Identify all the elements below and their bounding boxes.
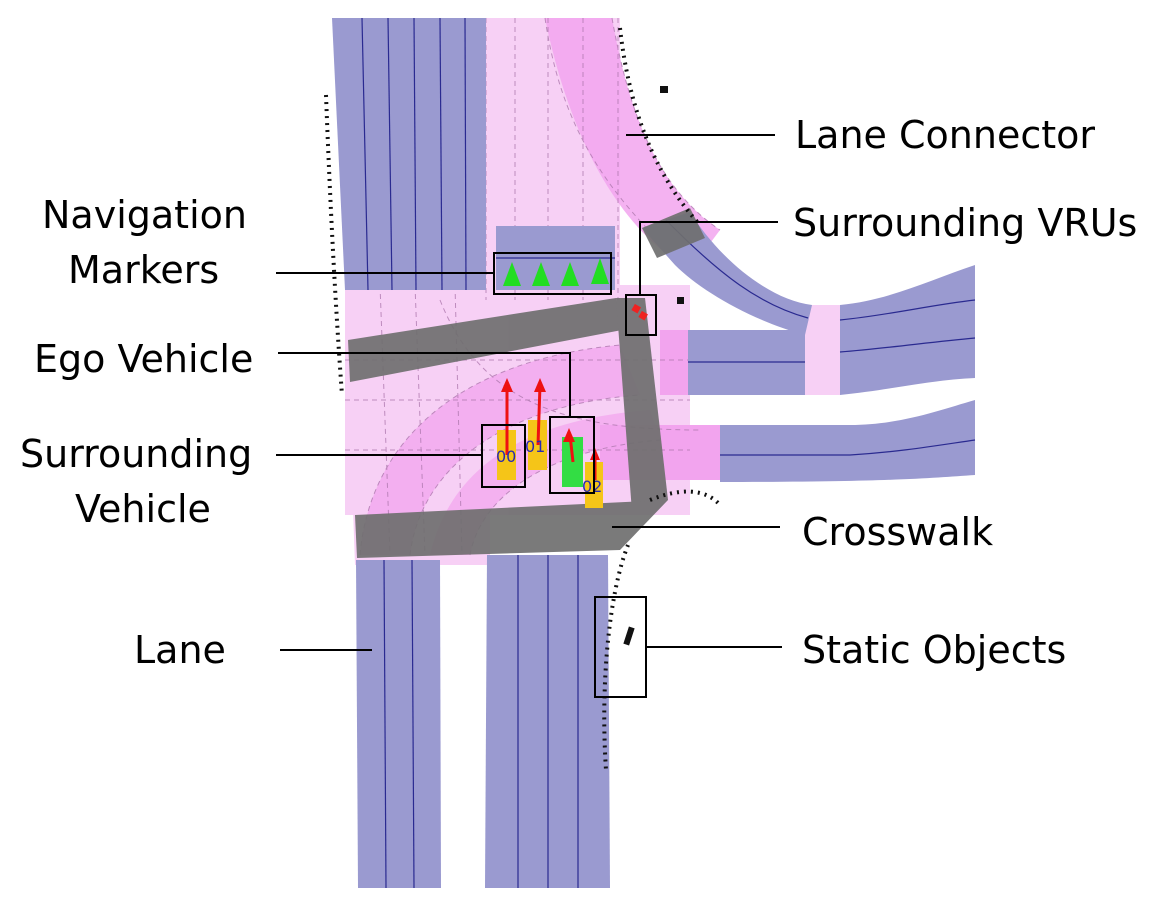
leader-lines	[276, 134, 782, 651]
vru-icon	[631, 303, 641, 314]
leader-ego	[278, 352, 571, 417]
nav-marker-icon	[591, 258, 609, 284]
label-crosswalk: Crosswalk	[802, 510, 993, 554]
crosswalk-east	[616, 298, 668, 512]
surrounding-vehicle-01	[528, 420, 547, 470]
nav-marker-icon	[532, 262, 550, 286]
connector-east-upper	[660, 330, 690, 395]
vehicle-id-00: 00	[496, 447, 516, 466]
surrounding-vrus	[631, 303, 648, 321]
lane-south-west	[356, 560, 441, 888]
label-navigation-markers-1: Navigation	[42, 193, 247, 237]
static-object-curb	[623, 626, 635, 646]
heading-arrowhead-icon	[534, 378, 546, 392]
crosswalks	[348, 208, 705, 558]
lanes	[332, 17, 976, 889]
lane-east-upper-far	[840, 265, 975, 395]
connector-east-far	[805, 305, 840, 395]
vru-icon	[638, 310, 648, 321]
crosswalk-south	[355, 500, 668, 558]
vehicle-id-02: 02	[582, 477, 602, 496]
label-navigation-markers-2: Markers	[68, 248, 219, 292]
label-lane: Lane	[134, 628, 226, 672]
nav-marker-icon	[561, 262, 579, 286]
label-static-objects: Static Objects	[802, 628, 1066, 672]
leader-vrus	[639, 221, 778, 295]
label-lane-connector: Lane Connector	[795, 113, 1095, 157]
navigation-markers	[503, 258, 609, 286]
heading-arrow	[536, 384, 542, 446]
lane-east-lower	[720, 400, 975, 482]
label-surrounding-vrus: Surrounding VRUs	[793, 201, 1137, 245]
connector-upper-curve	[545, 18, 720, 270]
nav-marker-icon	[503, 262, 521, 286]
static-object-east	[677, 297, 684, 304]
vehicle-id-01: 01	[525, 437, 545, 456]
crosswalk-north	[348, 298, 622, 382]
heading-arrowhead-icon	[563, 428, 575, 442]
lane-north-west	[332, 18, 486, 290]
label-surrounding-vehicle-1: Surrounding	[20, 432, 252, 476]
crosswalk-northeast	[642, 208, 705, 258]
label-ego-vehicle: Ego Vehicle	[34, 337, 253, 381]
label-surrounding-vehicle-2: Vehicle	[75, 487, 211, 531]
heading-arrowhead-icon	[501, 378, 513, 392]
labels: Lane Connector Surrounding VRUs Navigati…	[20, 113, 1137, 672]
road-boundaries	[324, 27, 722, 771]
ego-vehicle-box	[549, 416, 595, 494]
static-object-north	[660, 86, 668, 93]
